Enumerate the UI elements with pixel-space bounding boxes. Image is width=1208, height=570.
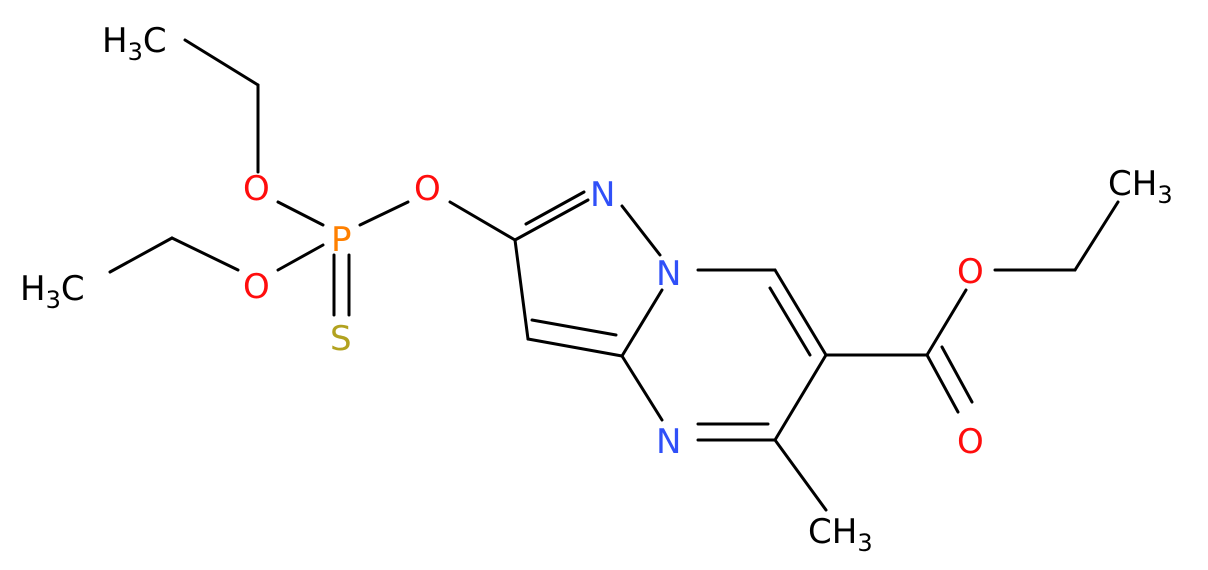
bond-n4-c3a [620,354,664,422]
oxygen-ester-label: O [957,252,984,292]
bond-c2-n1-b [524,190,586,226]
bond-ch3top-ch2 [183,38,260,87]
bond-ch2-ch3-ester [1073,200,1120,272]
ch3-ester-label: CH3 [1108,164,1173,209]
oxygen-carbonyl-label: O [957,422,984,462]
oxygen-lower-left-label: O [243,267,270,307]
nitrogen-bridgehead-label: N [656,254,681,294]
bond-ccarbonyl-ocarbonyl-a [925,353,960,414]
bond-n1-n7a [620,204,662,257]
atom-labels: H3C O O P O H3C S N N N CH3 O O CH3 [20,21,1173,557]
phosphorus-label: P [331,220,352,260]
bond-o-p-upper [276,200,325,227]
bond-p-o-lower [276,243,325,272]
ch3-top-label: H3C [102,21,167,66]
bond-p-obridge [358,200,410,227]
bond-c2-n1-a [513,198,590,242]
bond-c7-c6-b [768,286,812,357]
bond-c3-c3a-a [526,337,624,358]
bond-c2-c3 [513,238,530,341]
sulfur-label: S [330,319,352,359]
nitrogen-pyrimidine-label: N [656,422,681,462]
oxygen-bridge-label: O [414,169,441,209]
bond-c5-methyl [773,438,828,512]
bond-c7-c6-a [773,268,828,357]
bond-ch2-ch3-left [108,236,174,274]
nitrogen-pyrazole-label: N [590,175,615,215]
bond-c3a-n7a [620,288,664,358]
bond-ccarbonyl-ocarbonyl-b [940,345,974,404]
oxygen-upper-left-label: O [243,169,270,209]
bond-c3-c3a-b [530,318,618,337]
ch3-left-label: H3C [20,269,85,314]
bond-ccarbonyl-oester [925,288,968,357]
bond-c6-c5 [773,353,828,442]
bond-o-ch2-lower [170,236,240,272]
bonds [108,38,1120,512]
bond-obridge-c2 [448,200,517,242]
methyl-label: CH3 [808,512,873,557]
